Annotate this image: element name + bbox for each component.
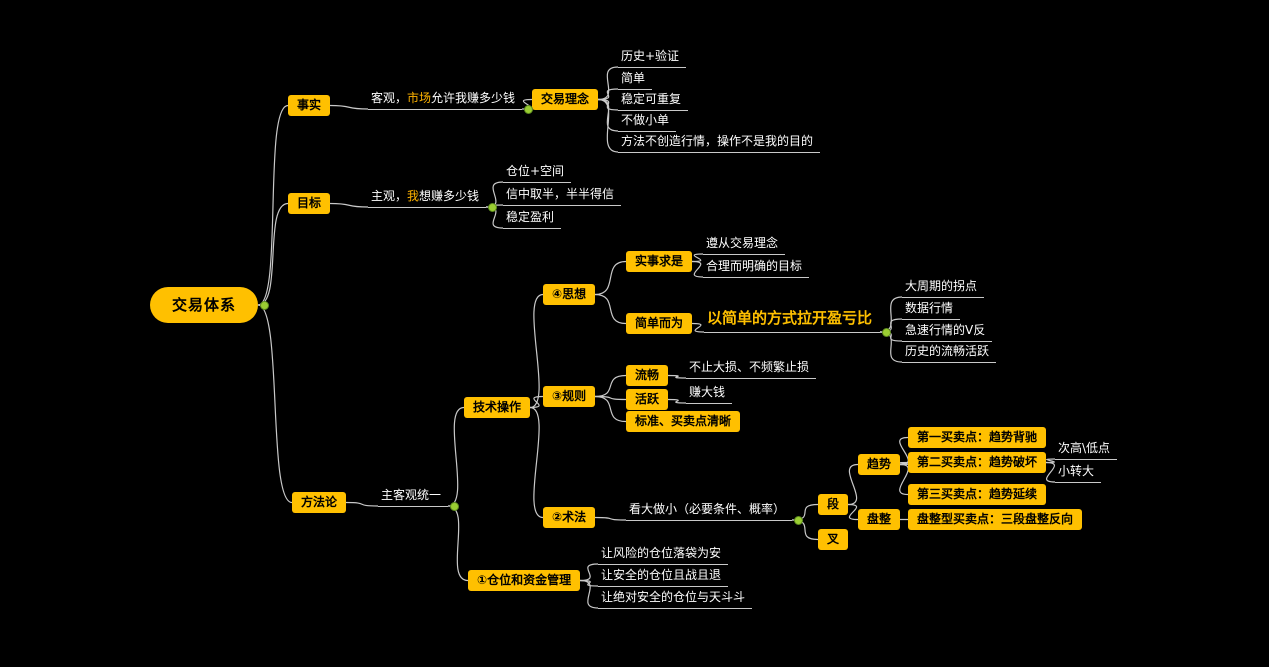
connector-line bbox=[691, 253, 704, 263]
topic-objective-market[interactable]: 客观，市场允许我赚多少钱 bbox=[368, 89, 523, 110]
mindmap-topic[interactable]: 段 bbox=[818, 494, 849, 515]
connector-line bbox=[529, 293, 544, 409]
mindmap-topic[interactable]: 主客观统一 bbox=[378, 486, 449, 507]
topic-technical-operation[interactable]: 技术操作 bbox=[464, 397, 531, 418]
connector-line bbox=[597, 98, 619, 153]
topic-subjective-me[interactable]: 主观，我想赚多少钱 bbox=[368, 187, 487, 208]
connector-line bbox=[899, 463, 909, 496]
mindmap-topic[interactable]: 简单而为 bbox=[626, 313, 693, 334]
mindmap-topic[interactable]: 急速行情的V反 bbox=[902, 321, 993, 342]
mindmap-topic[interactable]: 信中取半，半半得信 bbox=[503, 185, 622, 206]
connector-line bbox=[594, 395, 627, 423]
mindmap-topic[interactable]: 赚大钱 bbox=[686, 383, 733, 404]
mindmap-topic[interactable]: 小转大 bbox=[1055, 462, 1102, 483]
connector-line bbox=[257, 104, 289, 306]
topic-widen-profit-loss-ratio[interactable]: 以简单的方式拉开盈亏比 bbox=[704, 307, 881, 333]
connector-line bbox=[899, 436, 909, 466]
mindmap-topic[interactable]: 合理而明确的目标 bbox=[703, 257, 810, 278]
connector-line bbox=[329, 202, 369, 208]
connector-line bbox=[1045, 458, 1056, 464]
mindmap-topic[interactable]: 第一买卖点：趋势背驰 bbox=[908, 427, 1047, 448]
mindmap-topic[interactable]: 大周期的拐点 bbox=[902, 277, 985, 298]
connector-line bbox=[529, 395, 544, 409]
topic-rules[interactable]: ③规则 bbox=[543, 386, 596, 407]
connector-line bbox=[345, 501, 379, 507]
connector-line bbox=[667, 398, 687, 404]
connector-line bbox=[594, 293, 627, 325]
mindmap-topic[interactable]: 遵从交易理念 bbox=[703, 234, 786, 255]
connector-line bbox=[594, 374, 627, 398]
connector-line bbox=[447, 505, 469, 582]
connector-line bbox=[847, 503, 859, 521]
topic-trading-philosophy[interactable]: 交易理念 bbox=[532, 89, 599, 110]
connector-line bbox=[879, 331, 903, 363]
collapse-toggle-dot[interactable] bbox=[794, 515, 803, 525]
connector-line bbox=[594, 260, 627, 296]
connector-line bbox=[579, 563, 599, 582]
mindmap-topic[interactable]: 数据行情 bbox=[902, 299, 961, 320]
mindmap-topic[interactable]: 让绝对安全的仓位与天斗斗 bbox=[598, 588, 753, 609]
connector-line bbox=[529, 406, 544, 519]
connector-line bbox=[597, 88, 619, 101]
mindmap-topic[interactable]: 仓位+空间 bbox=[503, 162, 572, 183]
collapse-toggle-dot[interactable] bbox=[488, 202, 497, 212]
mindmap-topic[interactable]: 第二买卖点：趋势破坏 bbox=[908, 452, 1047, 473]
topic-technique[interactable]: ②术法 bbox=[543, 507, 596, 528]
mindmap-topic[interactable]: 方法不创造行情，操作不是我的目的 bbox=[618, 132, 821, 153]
connector-line bbox=[447, 406, 465, 507]
mindmap-topic[interactable]: 稳定盈利 bbox=[503, 208, 562, 229]
mindmap-topic[interactable]: 历史+验证 bbox=[618, 47, 687, 68]
connector-line bbox=[329, 104, 369, 110]
mindmap-topic[interactable]: 活跃 bbox=[626, 389, 669, 410]
mindmap-topic[interactable]: 标准、买卖点清晰 bbox=[626, 411, 741, 432]
mindmap-topic[interactable]: 次高\低点 bbox=[1055, 439, 1118, 460]
collapse-toggle-dot[interactable] bbox=[882, 327, 891, 337]
connector-line bbox=[597, 66, 619, 101]
mindmap-topic[interactable]: 让风险的仓位落袋为安 bbox=[598, 544, 729, 565]
topic-text-segment: 我 bbox=[407, 189, 420, 203]
connector-line bbox=[1045, 461, 1056, 483]
connector-line bbox=[847, 463, 859, 506]
collapse-toggle-dot[interactable] bbox=[450, 501, 459, 511]
topic-position-money-management[interactable]: ①仓位和资金管理 bbox=[468, 570, 581, 591]
topic-text-segment: 客观， bbox=[371, 91, 408, 105]
topic-text-segment: 市场 bbox=[407, 91, 432, 105]
mindmap-topic[interactable]: 盘整 bbox=[858, 509, 901, 530]
mindmap-topic[interactable]: 第三买卖点：趋势延续 bbox=[908, 484, 1047, 505]
mindmap-topic[interactable]: 让安全的仓位且战且退 bbox=[598, 566, 729, 587]
central-topic[interactable]: 交易体系 bbox=[150, 287, 259, 323]
connector-line bbox=[579, 579, 599, 609]
mindmap-topic[interactable]: 实事求是 bbox=[626, 251, 693, 272]
mindmap-topic[interactable]: 流畅 bbox=[626, 365, 669, 386]
connector-line bbox=[899, 461, 909, 466]
mindmap-topic[interactable]: 盘整型买卖点：三段盘整反向 bbox=[908, 509, 1083, 530]
collapse-toggle-dot[interactable] bbox=[524, 104, 533, 114]
mindmap-topic[interactable]: 不做小单 bbox=[618, 111, 677, 132]
mindmap-topic[interactable]: 叉 bbox=[818, 529, 849, 550]
connector-line bbox=[691, 322, 705, 333]
topic-text-segment: 主观， bbox=[371, 189, 408, 203]
topic-thought[interactable]: ④思想 bbox=[543, 284, 596, 305]
mindmap-topic[interactable]: 趋势 bbox=[858, 454, 901, 475]
mindmap-topic[interactable]: 看大做小（必要条件、概率） bbox=[626, 500, 793, 521]
topic-fact[interactable]: 事实 bbox=[288, 95, 331, 116]
collapse-toggle-dot[interactable] bbox=[260, 300, 269, 310]
connector-line bbox=[691, 260, 704, 278]
topic-text-segment: 允许我赚多少钱 bbox=[431, 91, 516, 105]
mindmap-topic[interactable]: 不止大损、不频繁止损 bbox=[686, 358, 817, 379]
mindmap-topic[interactable]: 稳定可重复 bbox=[618, 90, 689, 111]
connector-line bbox=[257, 304, 293, 504]
connector-line bbox=[667, 374, 687, 379]
mindmap-topic[interactable]: 简单 bbox=[618, 69, 653, 90]
topic-goal[interactable]: 目标 bbox=[288, 193, 331, 214]
mindmap-topic[interactable]: 历史的流畅活跃 bbox=[902, 342, 997, 363]
topic-methodology[interactable]: 方法论 bbox=[292, 492, 347, 513]
connector-line bbox=[594, 516, 627, 521]
topic-text-segment: 想赚多少钱 bbox=[419, 189, 480, 203]
